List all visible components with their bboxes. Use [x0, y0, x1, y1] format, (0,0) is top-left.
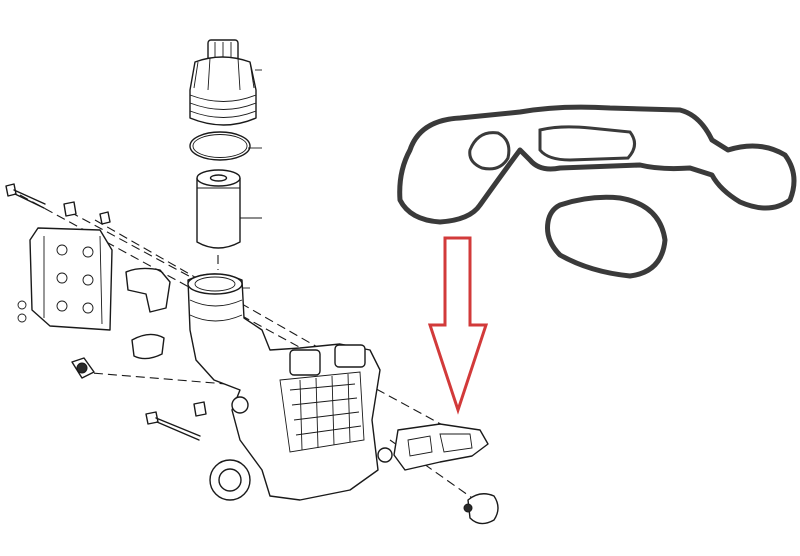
oil-cooler: [17, 227, 113, 331]
oil-filter-cartridge: [196, 169, 241, 249]
oil-filter-housing: [187, 273, 393, 501]
oil-filter-cap: [189, 39, 257, 126]
o-ring: [189, 131, 251, 161]
down-arrow-indicator: [427, 236, 489, 415]
cooler-gaskets: [125, 267, 171, 360]
housing-gaskets: [393, 423, 499, 525]
replacement-gaskets: [397, 104, 797, 279]
bolts: [5, 183, 207, 441]
